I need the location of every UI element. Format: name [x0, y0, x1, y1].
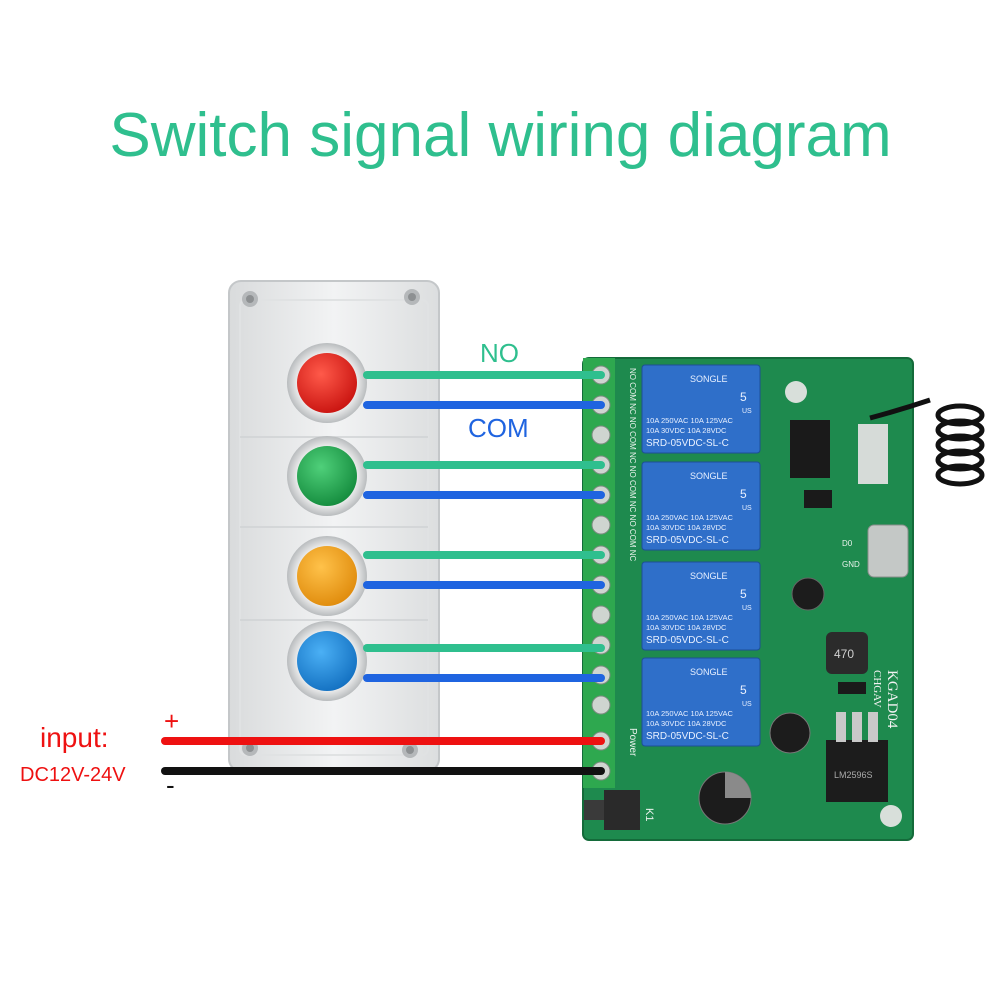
input-label: input:	[40, 722, 109, 753]
relay-us: US	[742, 505, 752, 512]
minus-label: -	[166, 770, 175, 800]
relay-us: US	[742, 701, 752, 708]
svg-text:KGAD04: KGAD04	[884, 670, 900, 729]
plus-label: +	[164, 706, 180, 736]
antenna-icon	[869, 397, 985, 487]
button-red[interactable]	[287, 343, 367, 423]
relay-five: 5	[740, 390, 747, 404]
svg-text:K1: K1	[643, 808, 655, 821]
relay-us: US	[742, 605, 752, 612]
relay-brand: SONGLE	[690, 471, 728, 481]
relay-specs: 10A 30VDC 10A 28VDC	[646, 426, 727, 435]
relay-us: US	[742, 408, 752, 415]
k1-button[interactable]	[604, 790, 640, 830]
relay-specs: 10A 30VDC 10A 28VDC	[646, 719, 727, 728]
relay-model: SRD-05VDC-SL-C	[646, 438, 729, 449]
wires	[161, 371, 605, 775]
inductor	[826, 632, 868, 674]
relay-board: NO COM NC NO COM NC NO COM NC NO COM NC …	[582, 357, 985, 841]
relay-five: 5	[740, 487, 747, 501]
relay-specs: 10A 250VAC 10A 125VAC	[646, 709, 733, 718]
com-label: COM	[468, 413, 529, 443]
relay-specs: 10A 30VDC 10A 28VDC	[646, 623, 727, 632]
screw-icon	[402, 742, 418, 758]
svg-text:D0: D0	[842, 539, 853, 548]
button-blue[interactable]	[287, 621, 367, 701]
svg-text:CHGAV: CHGAV	[871, 670, 883, 708]
svg-text:GND: GND	[842, 560, 860, 569]
button-green[interactable]	[287, 436, 367, 516]
relay-specs: 10A 250VAC 10A 125VAC	[646, 513, 733, 522]
relay-specs: 10A 250VAC 10A 125VAC	[646, 416, 733, 425]
relay-five: 5	[740, 587, 747, 601]
relay-specs: 10A 30VDC 10A 28VDC	[646, 523, 727, 532]
no-label: NO	[480, 338, 519, 368]
relay-model: SRD-05VDC-SL-C	[646, 731, 729, 742]
relay-model: SRD-05VDC-SL-C	[646, 535, 729, 546]
button-yellow[interactable]	[287, 536, 367, 616]
rf-module	[858, 424, 888, 484]
relay-five: 5	[740, 683, 747, 697]
svg-text:470: 470	[834, 647, 854, 661]
terminal-labels: NO COM NC NO COM NC NO COM NC NO COM NC	[628, 368, 637, 562]
diagram-title: Switch signal wiring diagram	[109, 101, 892, 170]
screw-icon	[404, 289, 420, 305]
relay-brand: SONGLE	[690, 667, 728, 677]
voltage-label: DC12V-24V	[20, 764, 126, 786]
relay-specs: 10A 250VAC 10A 125VAC	[646, 613, 733, 622]
relay-brand: SONGLE	[690, 374, 728, 384]
screw-icon	[242, 291, 258, 307]
regulator-chip	[826, 740, 888, 802]
relay-brand: SONGLE	[690, 571, 728, 581]
ic-chip	[790, 420, 830, 478]
power-label: Power	[627, 728, 638, 757]
crystal	[867, 524, 909, 578]
svg-text:LM2596S: LM2596S	[834, 770, 873, 780]
relay-model: SRD-05VDC-SL-C	[646, 635, 729, 646]
